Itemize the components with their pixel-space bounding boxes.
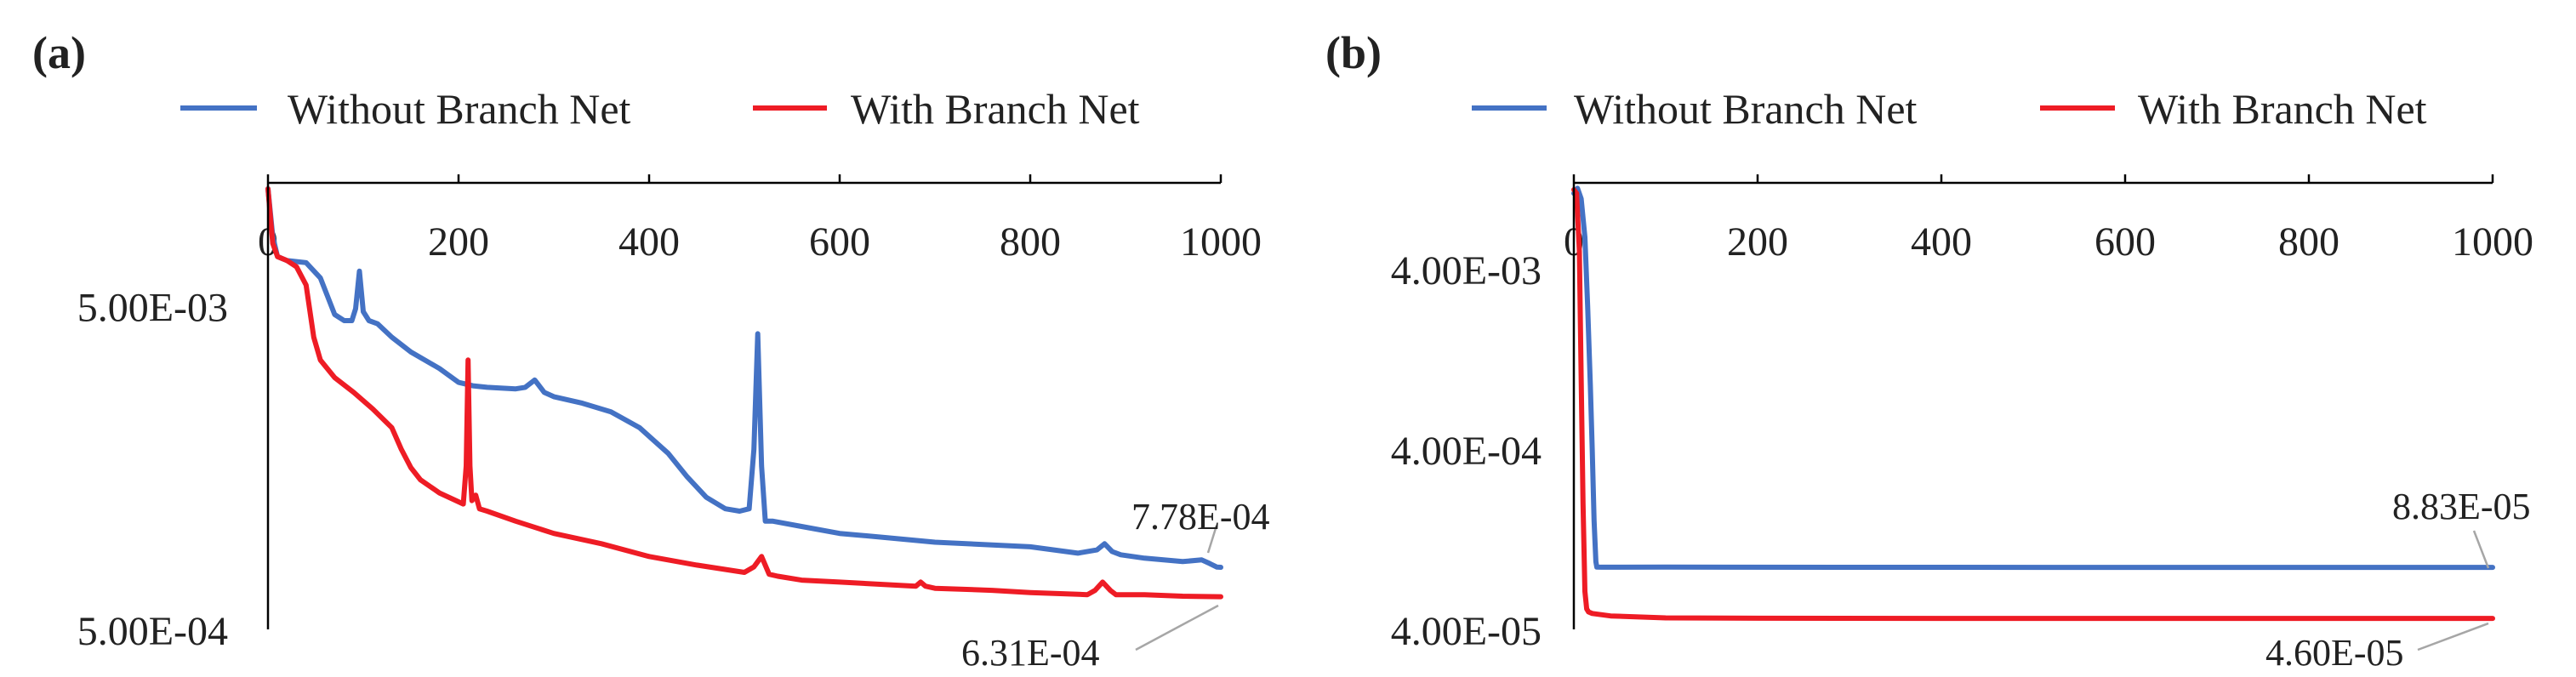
chart-panel-a: (a) Without Branch Net With Branch Net 0… [32,27,1270,674]
series-layer-a [265,186,1223,600]
legend-label-without-branch-net-a: Without Branch Net [288,85,631,133]
x-tick-label-a-400: 400 [618,219,680,265]
annotations-a: 7.78E-04 6.31E-04 [961,496,1270,674]
series-line-with-branch-net-a [265,186,1223,600]
series-layer-b [1571,185,2495,622]
chart-panel-b: (b) Without Branch Net With Branch Net 0… [1325,27,2533,674]
x-tick-label-a-600: 600 [809,219,870,265]
legend-label-with-branch-net-b: With Branch Net [2138,85,2427,133]
annotations-b: 8.83E-05 4.60E-05 [2265,486,2531,674]
y-tick-label-a-5-00e-04: 5.00E-04 [77,609,228,654]
y-tick-label-b-4-00e-05: 4.00E-05 [1391,609,1542,654]
annotation-label-with-branch-net-b: 4.60E-05 [2265,632,2404,674]
annotation-leader-without-branch-net-b [2472,530,2490,569]
x-tick-label-b-1000: 1000 [2452,219,2533,265]
panel-label-a: (a) [32,27,86,78]
annotation-label-without-branch-net-b: 8.83E-05 [2392,486,2531,527]
series-line-without-branch-net-a [265,186,1223,570]
x-tick-label-b-800: 800 [2278,219,2339,265]
y-tick-label-b-4-00e-03: 4.00E-03 [1391,248,1542,293]
annotation-leader-with-branch-net-a [1135,604,1219,651]
x-tick-label-b-200: 200 [1727,219,1788,265]
x-tick-label-a-800: 800 [1000,219,1061,265]
legend-label-with-branch-net-a: With Branch Net [851,85,1140,133]
legend-label-without-branch-net-b: Without Branch Net [1574,85,1918,133]
annotation-leader-without-branch-net-a [1206,525,1218,554]
x-tick-label-a-200: 200 [428,219,489,265]
x-tick-label-b-400: 400 [1911,219,1972,265]
panel-label-b: (b) [1325,27,1382,78]
annotation-label-with-branch-net-a: 6.31E-04 [961,632,1100,674]
y-tick-label-b-4-00e-04: 4.00E-04 [1391,429,1542,474]
series-line-with-branch-net-b [1571,187,2495,622]
y-tick-label-a-5-00e-03: 5.00E-03 [77,286,228,331]
x-tick-label-a-1000: 1000 [1180,219,1262,265]
annotation-label-without-branch-net-a: 7.78E-04 [1131,496,1270,538]
y-axis-ticks-a: 5.00E-03 5.00E-04 [77,286,228,654]
y-axis-ticks-b: 4.00E-03 4.00E-04 4.00E-05 [1391,248,1542,654]
annotation-leader-with-branch-net-b [2417,622,2489,651]
x-tick-label-b-600: 600 [2094,219,2156,265]
series-line-without-branch-net-b [1571,185,2495,571]
